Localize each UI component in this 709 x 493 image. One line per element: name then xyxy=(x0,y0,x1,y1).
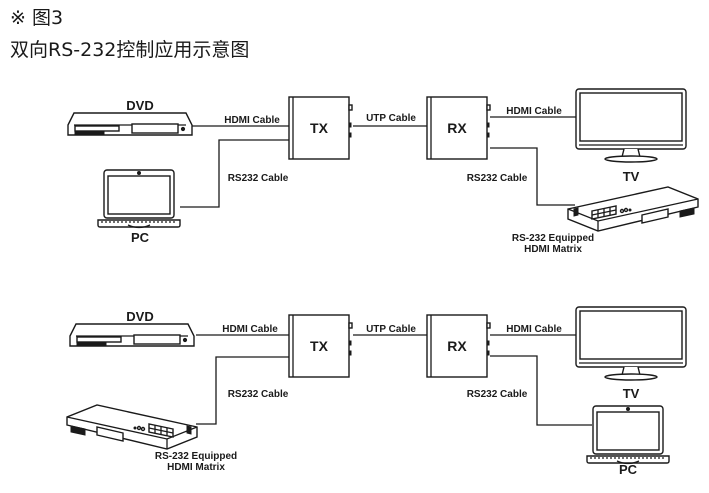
rs232-cable-rx xyxy=(490,355,592,426)
tv-icon xyxy=(575,88,687,163)
rs232-cable-rx xyxy=(490,147,575,206)
diagram-bottom: DVD TX RX TV PC RS-232 Equipped HDMI Mat… xyxy=(66,306,687,477)
cable-label-hdmi-in: HDMI Cable xyxy=(222,324,278,335)
cable-label-rs232-tx: RS232 Cable xyxy=(228,173,289,184)
rs232-cable-tx xyxy=(196,356,290,425)
rs232-cable-tx xyxy=(180,139,290,208)
device-label-source: DVD xyxy=(126,309,153,324)
cable-label-rs232-tx: RS232 Cable xyxy=(228,389,289,400)
device-label-tx: TX xyxy=(310,338,329,354)
cable-label-hdmi-out: HDMI Cable xyxy=(506,106,562,117)
device-label-display: TV xyxy=(623,169,640,184)
hdmi-matrix-icon xyxy=(66,404,198,450)
dvd-player-icon xyxy=(69,323,195,347)
cable-label-utp: UTP Cable xyxy=(366,324,416,335)
device-label-source: DVD xyxy=(126,98,153,113)
cable-label-rs232-rx: RS232 Cable xyxy=(467,173,528,184)
tv-icon xyxy=(575,306,687,381)
device-label-pc: PC xyxy=(131,230,150,245)
device-label-matrix-line2: HDMI Matrix xyxy=(167,462,225,473)
device-label-matrix-line1: RS-232 Equipped xyxy=(155,451,237,462)
figure-label: ※ 图3 xyxy=(10,7,64,29)
figure-title: 双向RS-232控制应用示意图 xyxy=(10,39,250,61)
dvd-player-icon xyxy=(67,112,193,136)
cable-label-utp: UTP Cable xyxy=(366,113,416,124)
device-label-pc: PC xyxy=(619,462,638,477)
device-label-display: TV xyxy=(623,386,640,401)
diagram-top: DVD TX RX TV PC RS-232 Equipped HDMI Mat… xyxy=(67,88,699,255)
laptop-icon xyxy=(586,405,670,465)
cable-label-hdmi-out: HDMI Cable xyxy=(506,324,562,335)
cable-label-hdmi-in: HDMI Cable xyxy=(224,115,280,126)
device-label-tx: TX xyxy=(310,120,329,136)
device-label-matrix-line2: HDMI Matrix xyxy=(524,244,582,255)
cable-label-rs232-rx: RS232 Cable xyxy=(467,389,528,400)
device-label-matrix-line1: RS-232 Equipped xyxy=(512,233,594,244)
laptop-icon xyxy=(97,169,181,229)
device-label-rx: RX xyxy=(447,120,467,136)
hdmi-matrix-icon xyxy=(567,186,699,232)
device-label-rx: RX xyxy=(447,338,467,354)
